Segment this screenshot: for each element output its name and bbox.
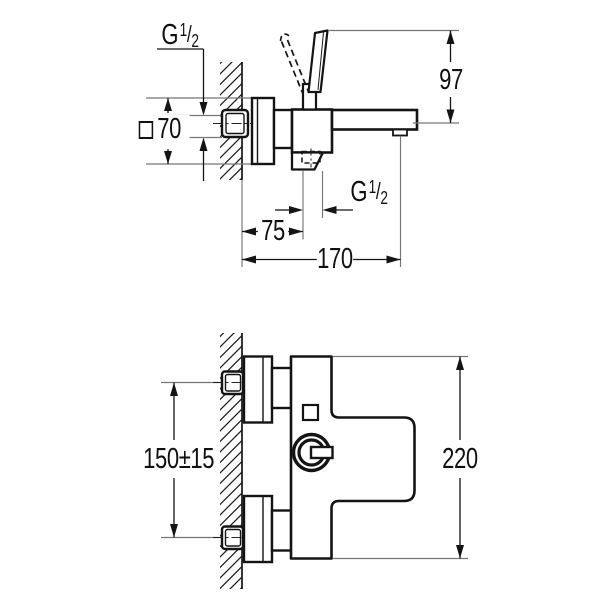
flange-size-label: 70	[130, 113, 190, 145]
thread-numerator: 1	[368, 177, 377, 197]
dimension-97	[328, 29, 459, 124]
overall-width-label: 220	[441, 443, 479, 475]
wall-thread-label: G1/2	[156, 19, 205, 52]
thread-denominator: 2	[380, 188, 388, 208]
inlet-spacing-label: 150±15	[143, 445, 215, 474]
thread-prefix: G	[161, 19, 179, 51]
body-connector	[272, 108, 294, 150]
thread-prefix: G	[350, 176, 368, 208]
side-view	[146, 29, 459, 267]
height-dimension-label: 97	[434, 64, 468, 96]
square-symbol-icon	[138, 121, 154, 139]
spout	[330, 108, 419, 131]
dimension-220	[333, 355, 468, 560]
wall-to-outlet-value: 75	[261, 215, 285, 247]
s-union-escutcheon-bottom	[242, 494, 294, 564]
aerator	[392, 128, 408, 137]
wall-to-outlet-label: 75	[257, 215, 289, 247]
overall-width-value: 220	[442, 443, 478, 475]
fraction-slash: /	[186, 21, 192, 47]
mixer-body	[290, 108, 334, 154]
dimension-70	[164, 98, 172, 164]
temperature-button	[301, 403, 320, 422]
plan-body-and-spout	[289, 355, 416, 560]
inlet-spacing-value: 150±15	[143, 443, 215, 475]
outlet-thread-leader	[275, 171, 353, 240]
wall-thread-leader	[157, 48, 208, 181]
height-value: 97	[439, 64, 463, 96]
wall-to-spout-label: 170	[316, 243, 354, 275]
wall-to-spout-value: 170	[317, 243, 353, 275]
dimension-150	[170, 382, 178, 538]
shower-outlet	[290, 148, 325, 171]
thread-numerator: 1	[179, 20, 188, 40]
lever-handle	[307, 29, 329, 94]
escutcheon-flange	[250, 96, 276, 166]
flange-size-value: 70	[157, 113, 181, 145]
cartridge-cap	[291, 432, 334, 473]
outlet-thread-label: G1/2	[345, 176, 394, 209]
fraction-slash: /	[375, 178, 381, 204]
plan-view	[161, 333, 468, 589]
wall-union-nut	[213, 108, 258, 139]
lever-handle-alt-position	[279, 33, 310, 95]
thread-denominator: 2	[191, 31, 199, 51]
inlet-union-bottom	[213, 525, 252, 551]
s-union-escutcheon-top	[242, 355, 294, 424]
